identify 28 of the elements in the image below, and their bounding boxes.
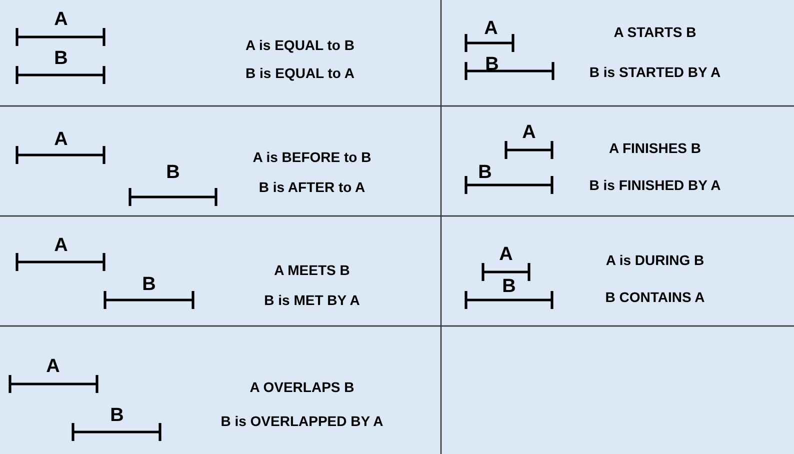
interval-label: A <box>54 235 68 257</box>
interval-label: A <box>499 244 513 266</box>
relation-text: B is AFTER to A <box>258 179 366 195</box>
relation-text: B CONTAINS A <box>605 289 705 305</box>
interval-label: A <box>484 18 498 40</box>
relation-text: A FINISHES B <box>608 140 702 156</box>
interval-label: B <box>485 54 499 76</box>
relation-text: B is OVERLAPPED BY A <box>220 413 384 429</box>
relation-text: A is BEFORE to B <box>252 149 372 165</box>
relation-text: B is STARTED BY A <box>589 64 721 80</box>
relation-text: A MEETS B <box>274 262 350 278</box>
relation-text: B is EQUAL to A <box>246 65 354 81</box>
relation-text: A is EQUAL to B <box>246 37 354 53</box>
interval-label: B <box>166 162 180 184</box>
interval-label: B <box>110 405 124 427</box>
relation-text: B is MET BY A <box>264 292 360 308</box>
interval-label: B <box>502 276 516 298</box>
interval-label: A <box>46 356 60 378</box>
interval-label: B <box>478 162 492 184</box>
relation-text: A OVERLAPS B <box>250 379 354 395</box>
interval-label: B <box>142 274 156 296</box>
interval-label: B <box>54 48 68 70</box>
interval-label: A <box>54 129 68 151</box>
relation-text: B is FINISHED BY A <box>589 177 721 193</box>
relation-text: A STARTS B <box>614 24 696 40</box>
interval-label: A <box>522 122 536 144</box>
interval-label: A <box>54 9 68 31</box>
relation-text: A is DURING B <box>606 252 704 268</box>
